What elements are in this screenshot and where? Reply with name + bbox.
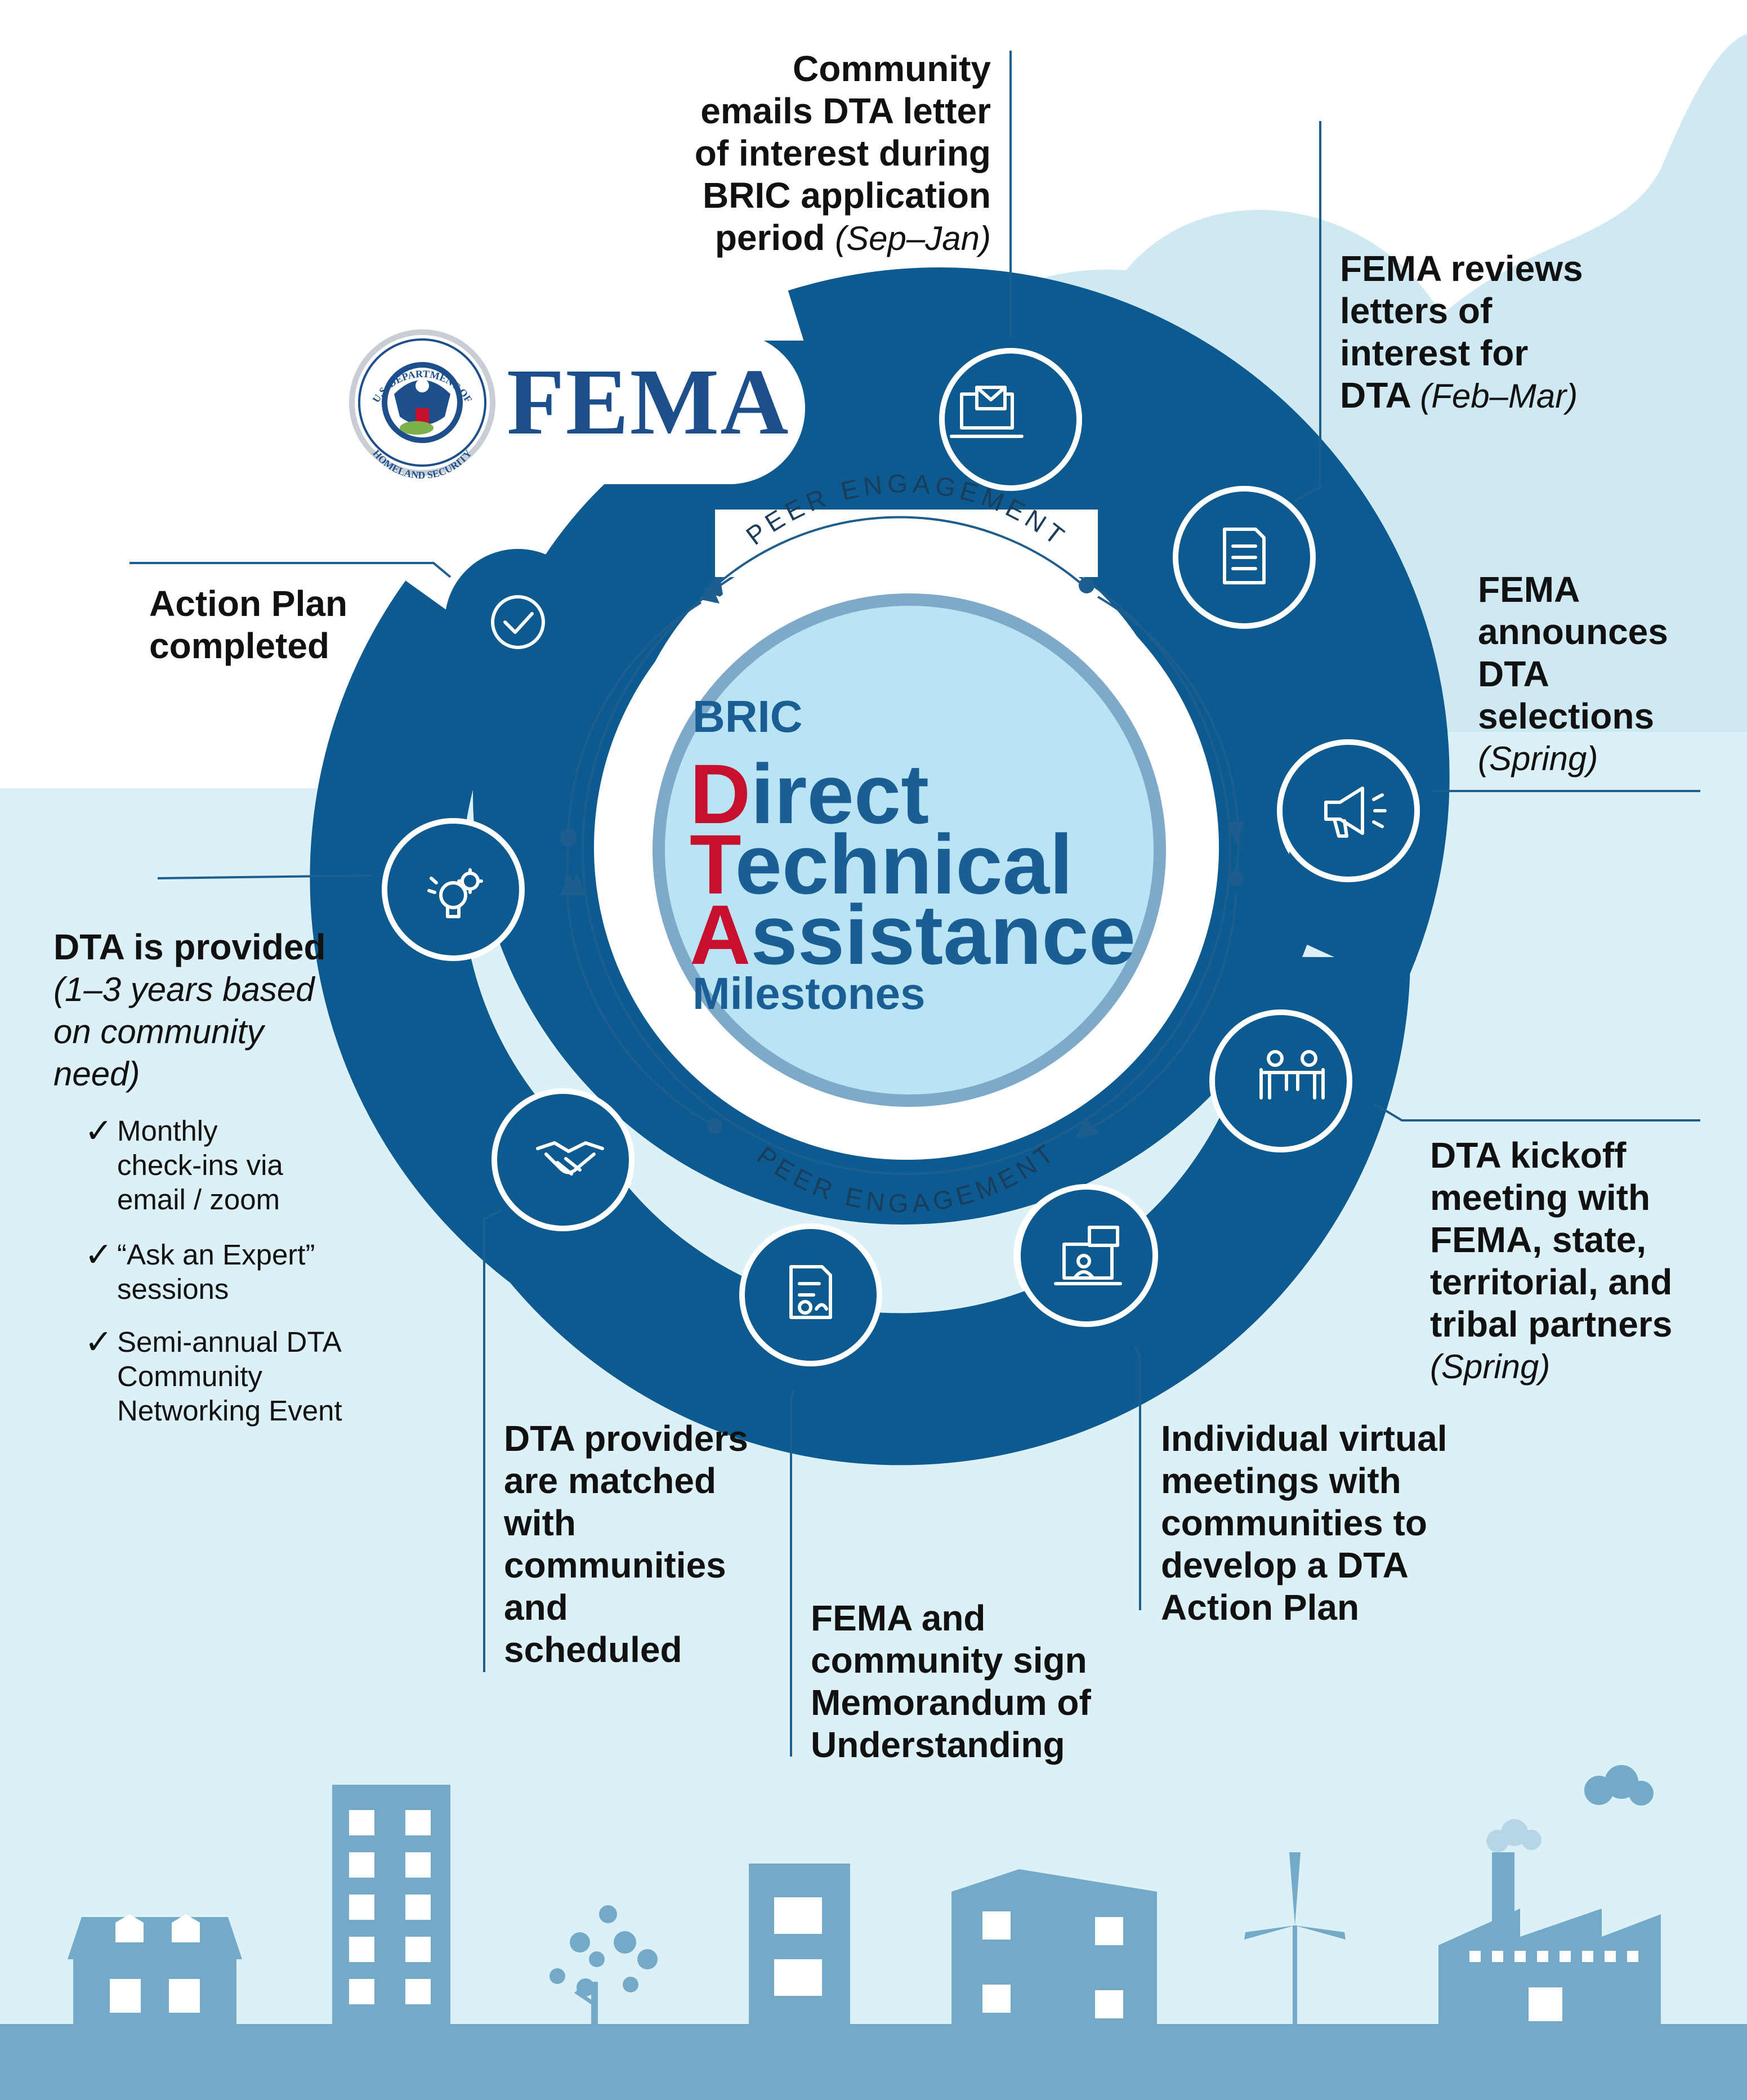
milestone-kickoff-label: DTA kickoff meeting with FEMA, state, te… [1430,1135,1673,1386]
milestone-provided-label: DTA is provided (1–3 years based on comm… [53,927,326,1093]
milestone-virtual-label: Individual virtual meetings with communi… [1161,1418,1447,1628]
leader-lines [129,51,1700,1757]
milestone-review-label: FEMA reviews letters of interest for DTA… [1340,248,1583,415]
signed-certificate-icon [789,1265,832,1319]
checkmark-circle-icon [491,595,545,649]
skyline-windows [110,1810,1638,2021]
check-icon: ✓ [84,1112,113,1150]
milestone-completed-label: Action Plan completed [149,583,348,666]
center-title-technical: Technical [690,817,1073,912]
center-circle [653,593,1166,1107]
virtual-meeting-icon [1054,1226,1122,1285]
center-title-assistance: Assistance [690,887,1136,982]
milestone-letter-label: Community emails DTA letter of interest … [694,48,991,258]
megaphone-icon [1324,787,1387,838]
handshake-icon [536,1141,604,1176]
envelope-laptop-icon [950,386,1024,438]
milestone-mou-label: FEMA and community sign Memorandum of Un… [811,1598,1091,1765]
document-icon [1223,528,1266,584]
ring-start [448,552,588,692]
peer-markers [560,578,1244,1138]
check-icon: ✓ [84,1236,113,1274]
fema-wordmark: FEMA [507,350,790,454]
center-title-milestones: Milestones [692,968,926,1018]
check-icon: ✓ [84,1323,113,1361]
milestone-announce-label: FEMA announces DTA selections (Spring) [1478,569,1668,778]
lightbulb-gear-icon [427,868,483,918]
center-title-bric: BRIC [692,691,803,741]
milestone-matched-label: DTA providers are matched with communiti… [504,1418,748,1670]
center-title-direct: Direct [690,747,930,841]
meeting-table-icon [1259,1050,1325,1100]
